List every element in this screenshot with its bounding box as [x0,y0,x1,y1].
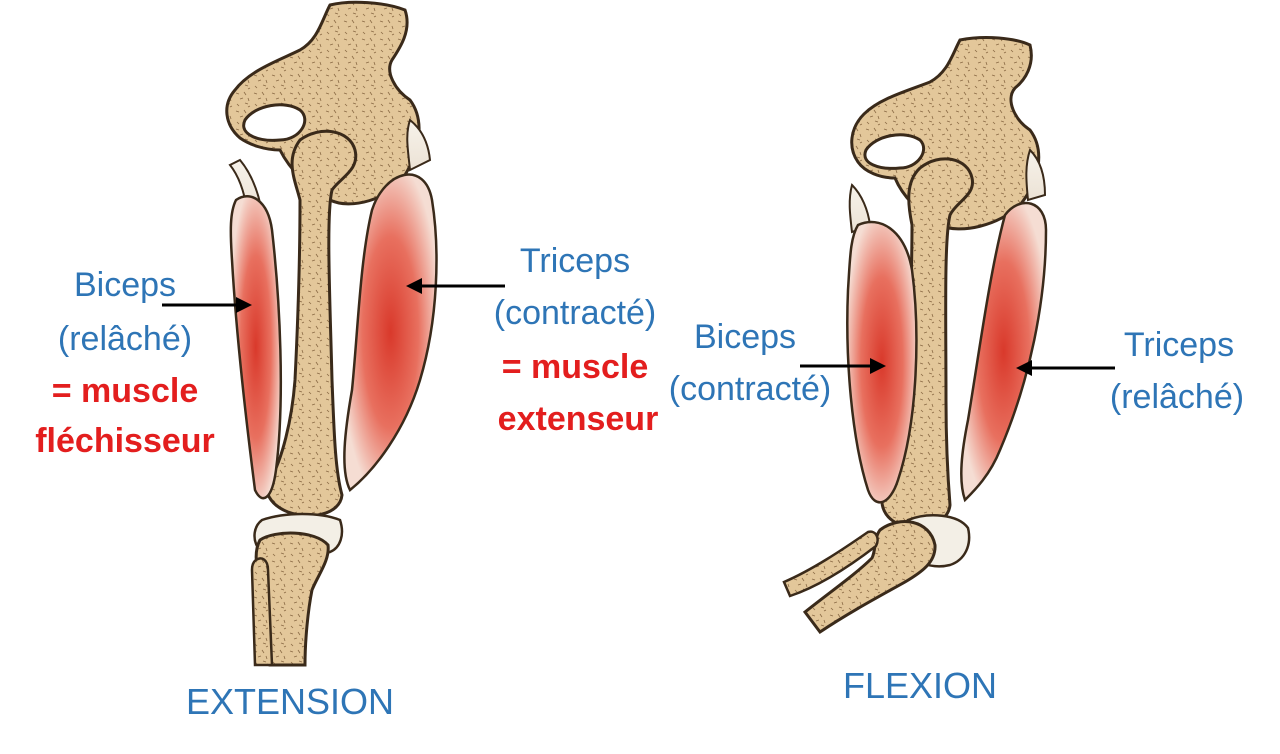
flexion-arm [782,36,1115,635]
flexion-triceps-muscle [960,201,1048,503]
extension-humerus [265,129,358,518]
flexion-biceps-state: (contracté) [668,370,832,408]
flexion-triceps-state: (relâché) [1109,378,1245,416]
extension-triceps-role-line1: = muscle [501,348,649,386]
extension-triceps-role-line2: extenseur [497,400,659,438]
extension-triceps-muscle [343,173,438,492]
extension-biceps-name: Biceps [73,266,177,304]
flexion-biceps-name: Biceps [693,318,797,356]
extension-biceps-role-line1: = muscle [51,372,199,410]
extension-biceps-role-line2: fléchisseur [35,422,215,460]
flexion-triceps-name: Triceps [1123,326,1235,364]
extension-shoulder-bone [225,0,421,206]
extension-caption: EXTENSION [185,681,395,722]
flexion-biceps-muscle [846,220,918,504]
flexion-forearm [802,520,937,635]
extension-arm [162,0,505,667]
extension-triceps-name: Triceps [519,242,631,280]
extension-biceps-state: (relâché) [57,320,193,358]
flexion-caption: FLEXION [842,665,998,706]
extension-triceps-state: (contracté) [493,294,657,332]
extension-biceps-muscle [229,195,283,500]
